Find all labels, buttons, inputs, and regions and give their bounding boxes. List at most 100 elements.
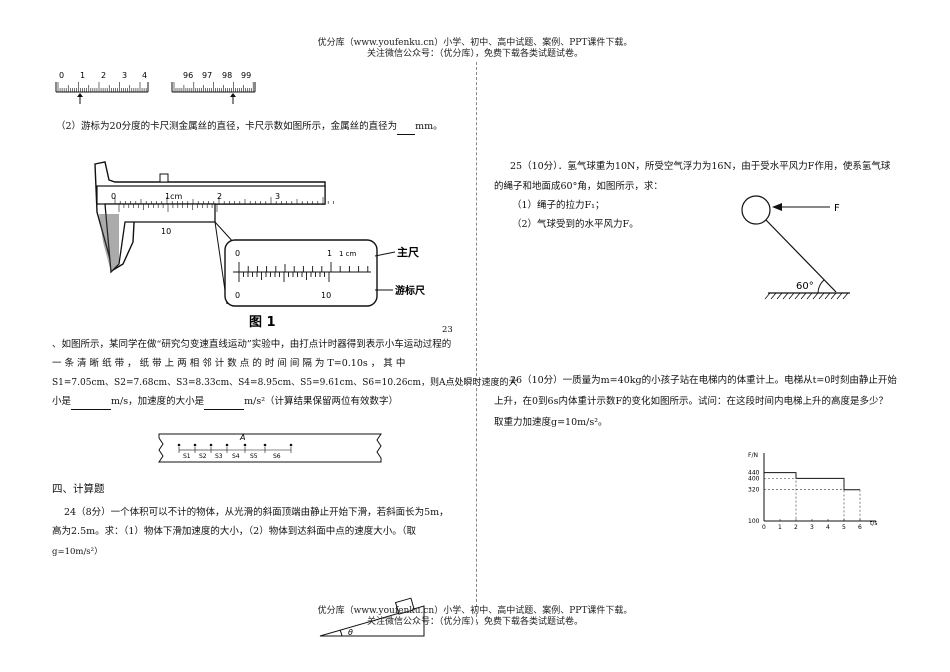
caliper-tick-3: 3 [275, 192, 280, 201]
answer-blank [204, 395, 245, 410]
q23-text-a: 小是 [52, 396, 72, 407]
q23-line-4: 小是 m/s，加速度的大小是 m/s²（计算结果保留两位有效数字） [52, 395, 470, 410]
caliper-figure: 0 1cm 2 3 10 0 1 1 cm 0 10 主尺 游标尺 图 1 [94, 161, 425, 330]
q22-text: （2）游标为20分度的卡尺测金属丝的直径，卡尺示数如图所示，金属丝的直径为 [56, 121, 398, 132]
zoom-vernier-zero: 0 [235, 291, 240, 300]
q24-line-2: 高为2.5m。求：（1）物体下滑加速度的大小，（2）物体到达斜面中点的速度大小。… [52, 526, 416, 537]
ruler-label-4: 4 [142, 71, 147, 80]
header-line-2: 关注微信公众号：（优分库），免费下载各类试题试卷。 [366, 49, 583, 59]
q26-line-2: 上升，在0到6s内体重计示数F的变化如图所示。试问：在这段时间内电梯上升的高度是… [494, 396, 889, 407]
q23-line-1: 、如图所示，某同学在做“研究匀变速直线运动”实验中，由打点计时器得到表示小车运动… [52, 339, 452, 350]
x-tick-label: 4 [826, 524, 830, 531]
q26-line-1: 26（10分）一质量为m=40kg的小孩子站在电梯内的体重计上。电梯从t=0时刻… [510, 375, 897, 386]
series-line [764, 472, 860, 491]
ruler-label-98: 98 [222, 71, 232, 80]
label-vernier-scale: 游标尺 [395, 284, 425, 297]
q23-line-2: 一 条 清 晰 纸 带 ， 纸 带 上 两 相 邻 计 数 点 的 时 间 间 … [52, 358, 406, 369]
angle-label: 60° [796, 281, 814, 292]
arrow-icon [772, 203, 782, 211]
tape-dot [209, 443, 213, 447]
zoom-one: 1 [327, 249, 332, 258]
arrow-icon [230, 93, 236, 104]
x-axis-label: t/s [870, 520, 878, 527]
caliper-vernier-10: 10 [161, 227, 171, 236]
tape-dot [289, 443, 293, 447]
column-divider [476, 62, 478, 622]
y-axis-label: F/N [748, 452, 758, 459]
q24-line-1: 24（8分）一个体积可以不计的物体，从光滑的斜面顶端由静止开始下滑，若斜面长为5… [64, 507, 449, 518]
answer-blank [397, 120, 416, 135]
q23-line-3: S1=7.05cm、S2=7.68cm、S3=8.33cm、S4=8.95cm、… [52, 378, 518, 388]
ruler-label-1: 1 [80, 71, 85, 80]
ground-hatch [836, 292, 843, 300]
tape-figure: A S1 S2 S3 S4 S5 S6 [158, 433, 382, 463]
ground-hatch [782, 292, 789, 300]
incline-figure: θ [319, 597, 425, 637]
caliper-caption: 图 1 [249, 315, 276, 330]
q23-text-b: m/s，加速度的大小是 [111, 396, 205, 407]
q26-line-3: 取重力加速度g=10m/s²。 [494, 417, 608, 428]
q25-sub-1: （1）绳子的拉力F₁； [512, 200, 605, 211]
ruler-label-97: 97 [202, 71, 212, 80]
ground-hatch [764, 292, 771, 300]
footer-line-2: 关注微信公众号：（优分库），免费下载各类试题试卷。 [366, 617, 583, 627]
x-tick-label: 6 [858, 524, 862, 531]
ruler-label-96: 96 [183, 71, 193, 80]
ground-hatch [794, 292, 801, 300]
footer-line-1: 优分库（www.youfenku.cn）小学、初中、高中试题、案例、PPT课件下… [317, 606, 633, 616]
y-tick-label: 320 [748, 487, 760, 494]
q25-line-1: 25（10分）．氢气球重为10N，所受空气浮力为16N，由于受水平风力F作用，使… [510, 161, 891, 172]
caliper-zero: 0 [111, 192, 116, 201]
ruler-label-2: 2 [101, 71, 106, 80]
ground-hatch [824, 292, 831, 300]
y-tick-label: 100 [748, 518, 760, 525]
tape-label-s3: S3 [215, 453, 223, 460]
x-tick-label: 5 [842, 524, 846, 531]
q25-sub-2: （2）气球受到的水平风力F。 [512, 219, 639, 230]
ruler-figure: 0 1 2 3 4 96 97 98 99 [55, 71, 256, 104]
tape-dot [193, 443, 197, 447]
ground-hatch [842, 292, 849, 300]
ground-hatch [812, 292, 819, 300]
tape-label-s1: S1 [183, 453, 191, 460]
tape-label-s4: S4 [232, 453, 240, 460]
header-line-1: 优分库（www.youfenku.cn）小学、初中、高中试题、案例、PPT课件下… [317, 38, 633, 48]
tape-dot [177, 443, 181, 447]
zoom-zero: 0 [235, 249, 240, 258]
force-label: F [834, 203, 840, 214]
ground-hatch [830, 292, 837, 300]
ruler-label-99: 99 [241, 71, 251, 80]
caliper-unit: 1cm [165, 192, 182, 201]
zoom-vernier-ten: 10 [321, 291, 331, 300]
tape-label-s2: S2 [199, 453, 207, 460]
incline-angle: θ [348, 628, 353, 637]
x-tick-label: 3 [810, 524, 814, 531]
arrow-icon [77, 93, 83, 104]
x-tick-label: 1 [778, 524, 782, 531]
balloon-figure: F 60° [741, 195, 850, 300]
answer-blank [71, 395, 112, 410]
ruler-label-3: 3 [122, 71, 127, 80]
ground-hatch [806, 292, 813, 300]
y-tick-label: 400 [748, 475, 760, 482]
q23-number: 23 [442, 325, 453, 335]
caliper-tick-2: 2 [217, 192, 222, 201]
ground-hatch [818, 292, 825, 300]
tape-dot [263, 443, 267, 447]
tape-point-a: A [239, 433, 245, 442]
ground-hatch [776, 292, 783, 300]
ground-hatch [770, 292, 777, 300]
q22-part2: （2）游标为20分度的卡尺测金属丝的直径，卡尺示数如图所示，金属丝的直径为 mm… [56, 120, 466, 135]
q23-text-c: m/s²（计算结果保留两位有效数字） [244, 396, 399, 407]
tape-dot [243, 443, 247, 447]
ground-hatch [788, 292, 795, 300]
q22-unit: mm。 [415, 121, 443, 132]
x-tick-label: 2 [794, 524, 798, 531]
tape-label-s6: S6 [273, 453, 281, 460]
tape-dot [225, 443, 229, 447]
label-main-scale: 主尺 [397, 245, 419, 259]
balloon-icon [741, 195, 771, 225]
q24-line-3: g=10m/s²） [52, 547, 103, 557]
zoom-unit: 1 cm [339, 250, 357, 258]
